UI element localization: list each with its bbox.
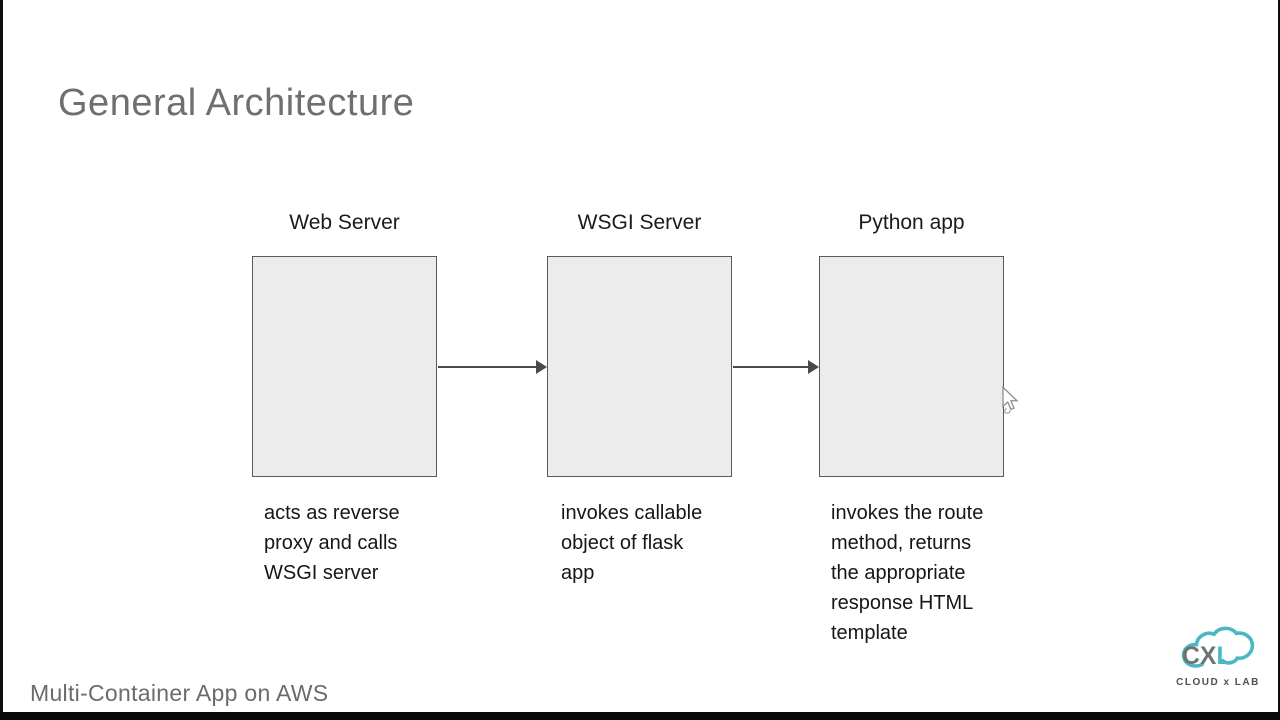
desc-line: invokes the route	[831, 502, 984, 524]
desc-line: template	[831, 622, 908, 644]
desc-line: invokes callable	[561, 502, 703, 524]
slide-footer: Multi-Container App on AWS	[30, 680, 329, 706]
node-web-server: Web Server	[252, 208, 437, 477]
desc-line: proxy and calls	[264, 532, 398, 554]
node-desc-python-app: invokes the route method, returns the ap…	[831, 498, 983, 648]
node-label-web-server: Web Server	[289, 211, 400, 234]
desc-line: WSGI server	[264, 562, 379, 584]
node-box-web-server	[252, 256, 437, 477]
desc-line: the appropriate	[831, 562, 966, 584]
video-right-edge	[1278, 0, 1280, 720]
page-title: General Architecture	[58, 82, 415, 124]
video-left-edge	[0, 0, 3, 720]
node-label-python-app: Python app	[858, 211, 965, 234]
arrow-head-icon	[808, 360, 819, 374]
node-box-wsgi-server	[547, 256, 732, 477]
node-desc-web-server: acts as reverse proxy and calls WSGI ser…	[264, 498, 400, 588]
arrow-line	[733, 366, 810, 368]
desc-line: method, returns	[831, 532, 972, 554]
node-box-python-app	[819, 256, 1004, 477]
arrow-wsgi-to-python	[733, 358, 819, 376]
desc-line: acts as reverse	[264, 502, 400, 524]
arrow-web-to-wsgi	[438, 358, 547, 376]
desc-line: object of flask	[561, 532, 684, 554]
node-wsgi-server: WSGI Server	[547, 208, 732, 477]
node-python-app: Python app	[819, 208, 1004, 477]
desc-line: response HTML	[831, 592, 974, 614]
node-label-wsgi-server: WSGI Server	[577, 211, 702, 234]
desc-line: app	[561, 562, 595, 584]
logo-caption: CLOUD x LAB	[1176, 677, 1260, 688]
node-desc-wsgi-server: invokes callable object of flask app	[561, 498, 702, 588]
logo-mark: CXL	[1182, 643, 1232, 670]
cloud-icon: CXL	[1181, 626, 1255, 670]
mouse-cursor-icon	[1002, 386, 1019, 414]
video-bottom-bar	[0, 712, 1280, 720]
cloudxlab-logo: CXL CLOUD x LAB	[1176, 626, 1260, 688]
arrow-head-icon	[536, 360, 547, 374]
arrow-line	[438, 366, 538, 368]
